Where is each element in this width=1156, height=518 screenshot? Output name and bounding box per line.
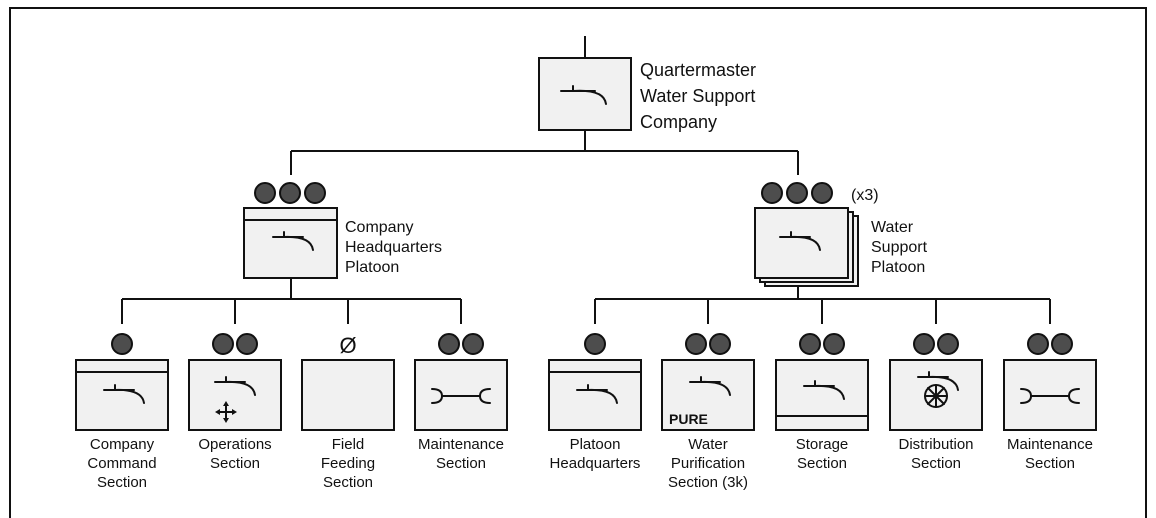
section-label-line-1: Water xyxy=(688,436,727,453)
water-tap-icon xyxy=(214,376,256,396)
section-label-line-3: Section xyxy=(97,474,147,491)
section-box xyxy=(548,359,642,431)
section-box xyxy=(775,359,869,431)
section-size-dot xyxy=(584,333,606,355)
platoon-size-dots xyxy=(761,182,833,204)
section-box xyxy=(301,359,395,431)
diagram-frame xyxy=(9,7,1147,518)
distribution-section: Distribution Section xyxy=(889,333,983,472)
water-maintenance-section: Maintenance Section xyxy=(1003,333,1097,472)
section-label-line-1: Field xyxy=(332,436,365,453)
section-box xyxy=(75,359,169,431)
section-label-line-1: Maintenance xyxy=(1007,436,1093,453)
section-label-line-3: Section xyxy=(323,474,373,491)
wrench-icon xyxy=(1020,388,1080,404)
section-label-line-1: Maintenance xyxy=(418,436,504,453)
section-label-line-2: Section xyxy=(1025,455,1075,472)
water-tap-icon xyxy=(272,231,314,251)
pure-modifier: PURE xyxy=(669,411,708,427)
wheel-icon xyxy=(924,384,948,408)
section-label-line-1: Storage xyxy=(796,436,849,453)
section-label-line-2: Section xyxy=(436,455,486,472)
hq-platoon-unit: Company Headquarters Platoon xyxy=(243,182,442,279)
company-unit: Quartermaster Water Support Company xyxy=(538,57,756,132)
hq-platoon-label-line-1: Company xyxy=(345,219,413,236)
company-unit-box xyxy=(538,57,632,131)
platoon-size-dots xyxy=(254,182,326,204)
section-label-line-2: Command xyxy=(87,455,156,472)
water-platoon-unit: (x3) Water Support Platoon xyxy=(754,182,928,287)
water-platoon-box xyxy=(754,207,849,279)
water-tap-icon xyxy=(560,85,607,105)
water-purification-section: PURE Water Purification Section (3k) xyxy=(661,333,755,491)
company-label-line-2: Water Support xyxy=(640,86,755,106)
hq-platoon-label-line-3: Platoon xyxy=(345,259,399,276)
water-tap-icon xyxy=(779,231,821,251)
section-box xyxy=(188,359,282,431)
storage-section: Storage Section xyxy=(775,333,869,472)
water-platoon-label-line-3: Platoon xyxy=(871,259,925,276)
platoon-multiplier: (x3) xyxy=(851,187,879,204)
company-label-line-1: Quartermaster xyxy=(640,60,756,80)
water-tap-icon xyxy=(803,380,845,400)
section-label-line-2: Purification xyxy=(671,455,745,472)
company-command-section: Company Command Section xyxy=(75,333,169,491)
hq-maintenance-section: Maintenance Section xyxy=(414,333,508,472)
field-feeding-section: Ø Field Feeding Section xyxy=(301,333,395,491)
platoon-headquarters-section: Platoon Headquarters xyxy=(548,333,642,472)
section-label-line-1: Operations xyxy=(198,436,271,453)
section-label-line-1: Company xyxy=(90,436,155,453)
section-label-line-1: Distribution xyxy=(898,436,973,453)
hq-platoon-box xyxy=(243,207,338,279)
section-label-line-2: Headquarters xyxy=(550,455,641,472)
section-label-line-2: Section xyxy=(911,455,961,472)
water-tap-icon xyxy=(576,384,618,404)
water-tap-icon xyxy=(917,371,959,391)
section-label-line-1: Platoon xyxy=(570,436,621,453)
section-label-line-2: Section xyxy=(797,455,847,472)
section-box xyxy=(661,359,755,431)
team-size-symbol: Ø xyxy=(339,333,356,358)
connector-lines xyxy=(121,36,1051,324)
water-platoon-label-line-1: Water xyxy=(871,219,914,236)
hq-platoon-label-line-2: Headquarters xyxy=(345,239,442,256)
wrench-icon xyxy=(431,388,491,404)
section-label-line-2: Section xyxy=(210,455,260,472)
water-tap-icon xyxy=(689,376,731,396)
water-platoon-label-line-2: Support xyxy=(871,239,928,256)
operations-section: Operations Section xyxy=(188,333,282,472)
company-label-line-3: Company xyxy=(640,112,717,132)
section-label-line-2: Feeding xyxy=(321,455,375,472)
water-tap-icon xyxy=(103,384,145,404)
section-label-line-3: Section (3k) xyxy=(668,474,748,491)
four-way-arrows-icon xyxy=(215,401,237,423)
section-size-dot xyxy=(111,333,133,355)
